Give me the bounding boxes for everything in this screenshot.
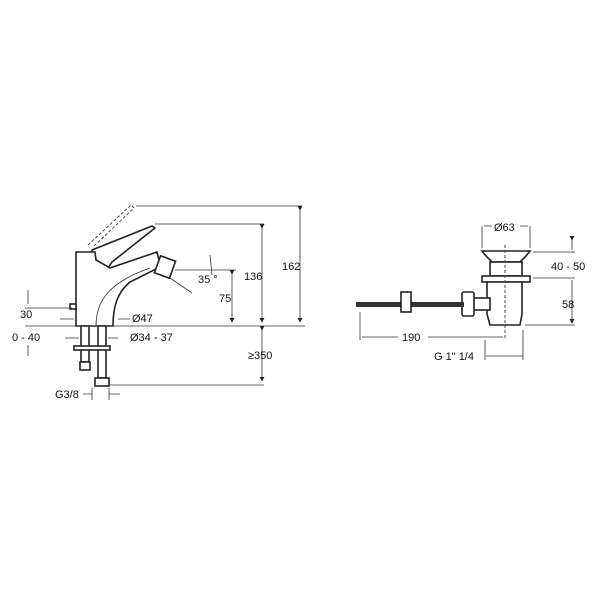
dim-total-height: 162	[282, 261, 300, 273]
pop-up-knob	[69, 303, 77, 310]
dim-30: 30	[20, 309, 32, 321]
handle-raised-position	[87, 204, 135, 248]
rod-clamp	[400, 291, 412, 313]
dim-0-40: 0 - 40	[12, 332, 40, 344]
waste-body	[486, 281, 523, 326]
dim-hose-length: ≥350	[248, 350, 272, 362]
pop-up-waste-drawing: Ø63 40 - 50 58 190 G 1" 1/4	[356, 222, 585, 363]
dim-58: 58	[562, 299, 574, 311]
dim-handle-height: 136	[244, 271, 262, 283]
hose	[97, 325, 107, 379]
dim-190: 190	[402, 332, 420, 344]
dim-spout-height: 75	[219, 293, 231, 305]
dim-waste-diameter: Ø63	[494, 222, 515, 234]
fixing-plate	[73, 345, 111, 351]
dim-hole-diameter: Ø34 - 37	[130, 332, 173, 344]
dim-thread: G3/8	[55, 389, 79, 401]
bidet-faucet-drawing: 162 136 75 35 ° 30 0 - 40 Ø47 Ø34 - 37 ≥…	[12, 204, 305, 401]
dim-waste-thread: G 1" 1/4	[434, 351, 474, 363]
waste-plug	[480, 250, 532, 263]
dim-40-50: 40 - 50	[551, 261, 585, 273]
faucet-body	[75, 250, 160, 327]
dim-angle: 35 °	[198, 274, 218, 286]
bidet-nozzle	[153, 254, 177, 280]
flange	[481, 275, 531, 283]
dim-body-diameter: Ø47	[132, 313, 153, 325]
